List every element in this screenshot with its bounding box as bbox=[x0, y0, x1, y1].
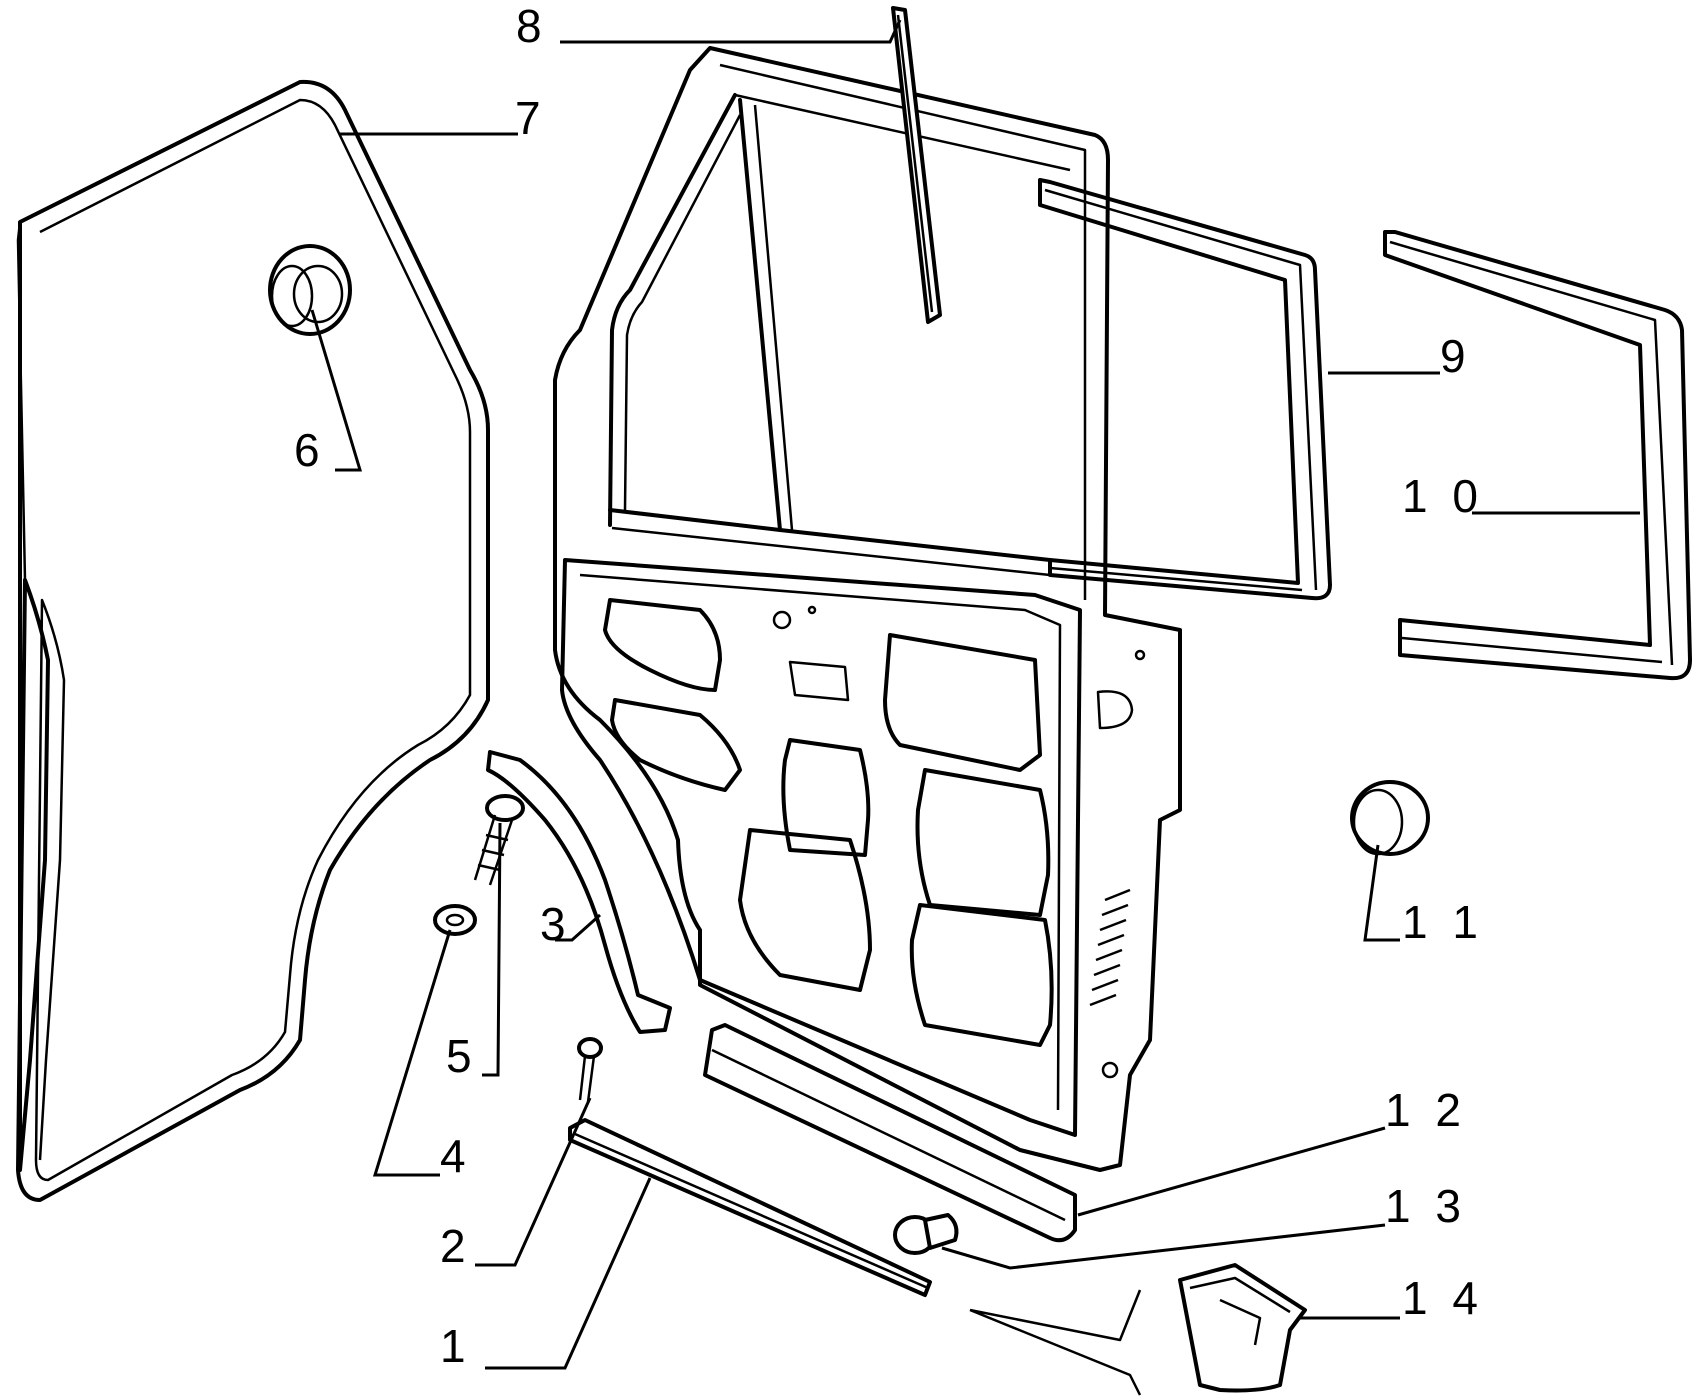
sill-strip-upper bbox=[703, 1023, 1077, 1243]
callout-7: 7 bbox=[515, 92, 547, 144]
callout-labels: 1 2 3 4 5 6 7 8 9 1 0 1 1 1 2 1 3 1 4 bbox=[294, 0, 1484, 1372]
sill-strip-lower bbox=[568, 1118, 932, 1297]
window-seal-frame bbox=[1038, 178, 1332, 601]
outer-window-seal bbox=[1383, 230, 1692, 681]
callout-11: 1 1 bbox=[1402, 896, 1484, 948]
callout-1: 1 bbox=[440, 1320, 472, 1372]
callout-9: 9 bbox=[1440, 330, 1472, 382]
washer bbox=[433, 904, 477, 936]
callout-12: 1 2 bbox=[1385, 1084, 1467, 1136]
callout-13: 1 3 bbox=[1385, 1180, 1467, 1232]
callout-5: 5 bbox=[446, 1030, 478, 1082]
callout-2: 2 bbox=[440, 1220, 472, 1272]
door-panel bbox=[553, 46, 1182, 1172]
callout-4: 4 bbox=[440, 1130, 472, 1182]
push-pin bbox=[893, 1213, 959, 1255]
callout-8: 8 bbox=[516, 0, 548, 52]
callout-10: 1 0 bbox=[1402, 470, 1484, 522]
cap-plug bbox=[1350, 780, 1430, 856]
callout-3: 3 bbox=[540, 898, 572, 950]
lower-arch-trim bbox=[486, 750, 672, 1034]
door-membrane-seal bbox=[16, 79, 490, 1202]
clip bbox=[969, 1263, 1307, 1396]
screw-lower bbox=[577, 1037, 603, 1103]
grommet-upper bbox=[268, 244, 352, 336]
leader-lines bbox=[310, 19, 1640, 1370]
callout-6: 6 bbox=[294, 424, 326, 476]
window-channel-strip bbox=[891, 6, 942, 324]
callout-14: 1 4 bbox=[1402, 1272, 1484, 1324]
